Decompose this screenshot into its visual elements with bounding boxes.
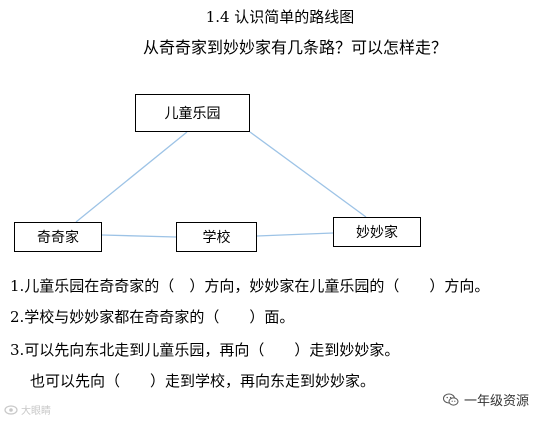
node-miaomiao-home: 妙妙家: [333, 217, 421, 247]
watermark-right: 一年级资源: [443, 390, 529, 409]
watermark-right-text: 一年级资源: [464, 394, 530, 409]
node-qiqi-home: 奇奇家: [14, 222, 102, 252]
edge-qiqi-school: [101, 234, 177, 238]
edge-school-miaomiao: [256, 232, 334, 237]
node-school: 学校: [176, 222, 257, 252]
diagram-title: 1.4 认识简单的路线图: [205, 8, 355, 26]
edge-park-miaomiao: [249, 131, 367, 218]
wechat-icon: [443, 393, 459, 406]
watermark-left: 大眼睛: [4, 402, 51, 417]
main-question: 从奇奇家到妙妙家有几条路？可以怎样走？: [142, 38, 447, 57]
question-3-continued: 也可以先向（ ）走到学校，再向东走到妙妙家。: [30, 372, 376, 390]
node-childrens-park: 儿童乐园: [135, 94, 250, 132]
question-1: 1.儿童乐园在奇奇家的（ ）方向，妙妙家在儿童乐园的（ ）方向。: [10, 277, 490, 295]
question-3: 3.可以先向东北走到儿童乐园，再向（ ）走到妙妙家。: [10, 341, 400, 359]
edge-park-qiqi: [75, 131, 188, 223]
eye-logo-icon: [4, 404, 18, 415]
question-2: 2.学校与妙妙家都在奇奇家的（ ）面。: [10, 308, 295, 326]
watermark-left-text: 大眼睛: [21, 406, 51, 417]
